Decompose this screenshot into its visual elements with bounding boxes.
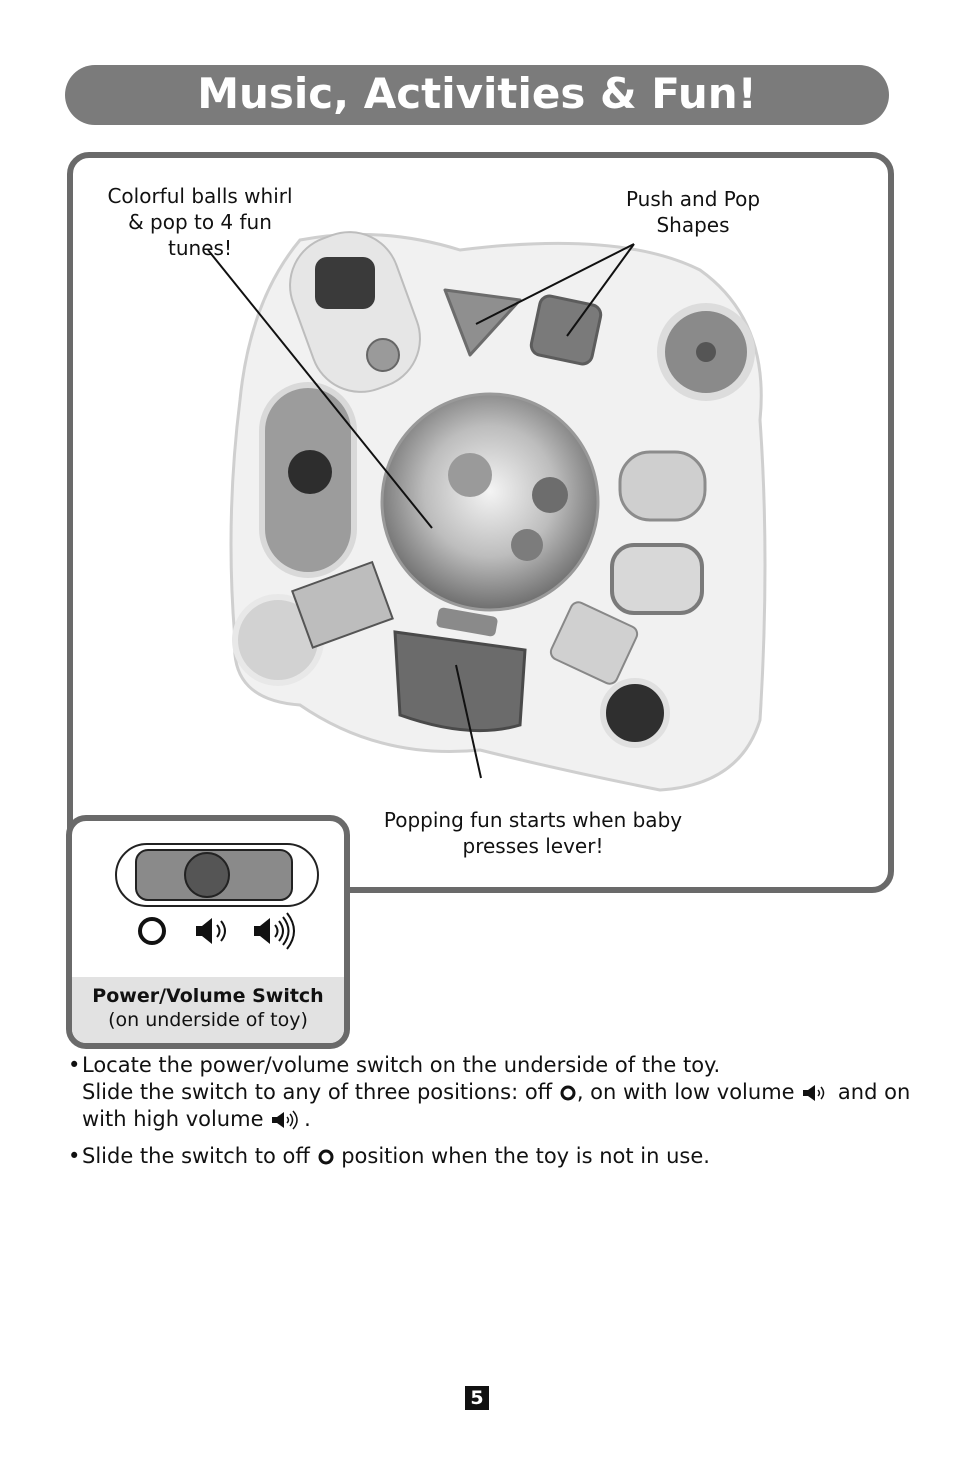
picture-card bbox=[290, 560, 394, 649]
title-bar: Music, Activities & Fun! bbox=[65, 65, 889, 125]
bullet: • bbox=[68, 1144, 81, 1168]
instruction-1-line2: Slide the switch to any of three positio… bbox=[68, 1079, 910, 1106]
instruction-1-line3: with high volume . bbox=[68, 1106, 898, 1133]
page-number: 5 bbox=[465, 1386, 489, 1410]
ball-dome bbox=[380, 392, 600, 612]
leader-line-square bbox=[566, 243, 635, 337]
switch-title: Power/Volume Switch bbox=[92, 985, 324, 1007]
bee-toy bbox=[366, 338, 400, 372]
triangle-shape bbox=[443, 288, 522, 357]
switch-diagram bbox=[115, 843, 319, 950]
instruction-2-text-b: position when the toy is not in use. bbox=[334, 1144, 710, 1168]
instruction-1-text-a: Slide the switch to any of three positio… bbox=[82, 1080, 559, 1104]
instruction-2: • Slide the switch to off position when … bbox=[68, 1143, 898, 1170]
low-volume-icon bbox=[803, 1085, 825, 1101]
switch-caption: Power/Volume Switch (on underside of toy… bbox=[72, 977, 344, 1043]
high-volume-icon bbox=[254, 912, 295, 950]
instruction-1: • Locate the power/volume switch on the … bbox=[68, 1052, 910, 1133]
bullet: • bbox=[68, 1053, 81, 1077]
callout-balls: Colorful balls whirl & pop to 4 fun tune… bbox=[95, 183, 305, 261]
roller-knob bbox=[315, 257, 375, 309]
callout-shapes-line1: Push and Pop bbox=[625, 187, 761, 211]
roller-ball bbox=[600, 678, 670, 748]
bead-wheel bbox=[288, 450, 332, 494]
switch-slider-knob bbox=[184, 852, 230, 898]
bear-panel bbox=[610, 543, 704, 615]
page-title: Music, Activities & Fun! bbox=[197, 69, 757, 118]
callout-balls-line2: & pop to 4 fun tunes! bbox=[128, 210, 272, 260]
checker-panel bbox=[618, 450, 707, 522]
callout-balls-line1: Colorful balls whirl bbox=[107, 184, 293, 208]
off-icon bbox=[560, 1085, 576, 1101]
switch-subtitle: (on underside of toy) bbox=[108, 1009, 308, 1031]
callout-shapes-line2: Shapes bbox=[656, 213, 730, 237]
callout-lever-line2: presses lever! bbox=[462, 834, 604, 858]
instruction-2-line1: Slide the switch to off position when th… bbox=[68, 1143, 898, 1170]
instruction-1-text-b: , on with low volume bbox=[576, 1080, 802, 1104]
off-icon bbox=[318, 1149, 334, 1165]
leader-line-lever bbox=[455, 664, 482, 779]
callout-shapes: Push and Pop Shapes bbox=[608, 186, 778, 238]
instruction-1-line1: Locate the power/volume switch on the un… bbox=[82, 1053, 721, 1077]
instruction-2-text-a: Slide the switch to off bbox=[82, 1144, 317, 1168]
callout-lever: Popping fun starts when baby presses lev… bbox=[380, 807, 686, 859]
activity-card bbox=[549, 601, 639, 685]
leader-line-triangle bbox=[475, 243, 635, 325]
off-icon bbox=[138, 917, 166, 945]
instruction-1-text-d: with high volume bbox=[82, 1107, 271, 1131]
low-volume-icon bbox=[196, 918, 226, 944]
square-shape bbox=[529, 294, 603, 366]
callout-lever-line1: Popping fun starts when baby bbox=[383, 808, 683, 832]
leader-line-balls bbox=[207, 249, 433, 529]
switch-box: Power/Volume Switch (on underside of toy… bbox=[66, 815, 350, 1049]
instruction-1-text-c: and on bbox=[831, 1080, 911, 1104]
high-volume-icon bbox=[272, 1110, 298, 1130]
brand-badge bbox=[436, 607, 498, 637]
instruction-1-text-e: . bbox=[304, 1107, 311, 1131]
